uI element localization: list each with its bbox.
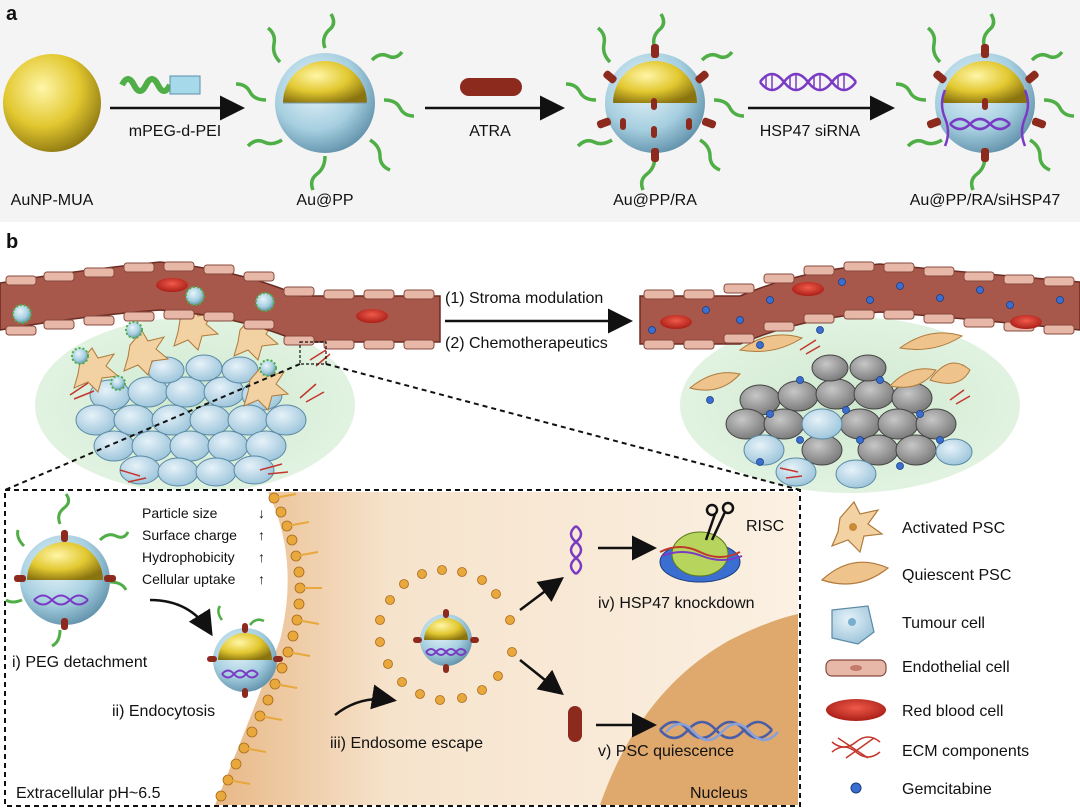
particle-label-au-pp-ra: Au@PP/RA <box>613 192 697 209</box>
zoom-connector-right <box>325 363 801 491</box>
quiescent-psc-cells <box>688 332 971 391</box>
arrow-to-sirna-release <box>519 577 564 611</box>
stage-hsp47-knockdown: iv) HSP47 knockdown <box>598 595 755 612</box>
nucleus-label: Nucleus <box>690 785 748 802</box>
endothelial-lining <box>643 261 1075 350</box>
property-arrow-up: ↑ <box>258 549 265 565</box>
particle-label-au-pp: Au@PP <box>296 192 353 209</box>
au-pp-particle <box>235 13 415 191</box>
red-blood-cell <box>1010 315 1042 329</box>
dna-icon <box>659 720 779 742</box>
step-label-peg-pei: mPEG-d-PEI <box>129 123 221 140</box>
gemcitabine-icon <box>850 782 862 794</box>
tumour-before <box>0 261 441 493</box>
endosome <box>375 565 517 705</box>
aunp-mua-particle <box>3 54 101 152</box>
red-blood-cell <box>660 315 692 329</box>
property-arrow-up: ↑ <box>258 571 265 587</box>
stage-endocytosis: ii) Endocytosis <box>112 703 215 720</box>
property-particle-size: Particle size <box>142 505 218 521</box>
nucleus-region <box>600 614 798 805</box>
stage-endosome-escape: iii) Endosome escape <box>330 735 483 752</box>
gold-core-icon <box>3 54 101 152</box>
property-list: Particle size ↓ Surface charge ↑ Hydroph… <box>142 505 265 587</box>
panel-a-letter: a <box>6 3 18 25</box>
membrane-tails <box>227 493 322 785</box>
tumour-cells <box>75 354 307 487</box>
gemcitabine-molecules <box>648 278 1064 470</box>
arrow-to-endocytosis <box>149 598 213 637</box>
property-surface-charge: Surface charge <box>142 527 237 543</box>
particle-label-au-pp-ra-sihsp47: Au@PP/RA/siHSP47 <box>910 192 1061 209</box>
risc-label: RISC <box>746 518 784 535</box>
arrow-to-ra-release <box>519 659 564 696</box>
panel-b-letter: b <box>6 231 18 253</box>
zoom-region-box <box>299 341 327 365</box>
endothelial-lining <box>5 261 435 350</box>
property-cellular-uptake: Cellular uptake <box>142 571 236 587</box>
step-label-atra: ATRA <box>469 123 511 140</box>
endothelial-cell-icon <box>825 659 887 677</box>
panel-a-background <box>0 0 1080 222</box>
legend-label-red-blood-cell: Red blood cell <box>902 703 1003 720</box>
red-blood-cell <box>156 278 188 292</box>
remaining-tumour-cells <box>743 408 973 489</box>
particle-endosome <box>413 609 479 673</box>
activated-psc-icon <box>830 500 884 554</box>
step-label-sirna: HSP47 siRNA <box>760 123 861 140</box>
extracellular-ph-label: Extracellular pH~6.5 <box>16 785 161 802</box>
risc-complex-icon <box>659 531 743 583</box>
quiescent-psc-icon <box>820 561 890 585</box>
atra-reagent-icon <box>460 78 522 96</box>
transition-label-chemo: (2) Chemotherapeutics <box>445 335 608 352</box>
peg-pei-reagent-icon <box>119 75 201 95</box>
arrow-to-endosome <box>334 684 397 716</box>
legend-label-activated-psc: Activated PSC <box>902 520 1005 537</box>
legend-label-ecm: ECM components <box>902 743 1029 760</box>
sirna-reagent-icon <box>759 72 857 92</box>
particle-label-aunp-mua: AuNP-MUA <box>11 192 94 209</box>
tumour-cell-icon <box>831 605 875 645</box>
ecm-fibres <box>779 339 971 479</box>
blood-vessel-before <box>0 261 441 343</box>
panel-a: a AuNP-MUA mPEG-d-PEI <box>0 0 1080 222</box>
property-arrow-up: ↑ <box>258 527 265 543</box>
legend-label-gemcitabine: Gemcitabine <box>902 781 992 798</box>
legend-label-quiescent-psc: Quiescent PSC <box>902 567 1011 584</box>
red-blood-cell-icon <box>826 699 886 721</box>
legend: Activated PSC Quiescent PSC Tumour cell … <box>820 500 1029 798</box>
red-blood-cell <box>356 309 388 323</box>
property-arrow-down: ↓ <box>258 505 265 521</box>
zoom-inset: Particle size ↓ Surface charge ↑ Hydroph… <box>4 489 801 807</box>
legend-label-endothelial-cell: Endothelial cell <box>902 659 1010 676</box>
ecm-icon <box>831 736 881 759</box>
legend-label-tumour-cell: Tumour cell <box>902 615 985 632</box>
dead-tumour-cells <box>725 354 957 466</box>
stage-peg-detachment: i) PEG detachment <box>12 654 148 671</box>
scissors-icon <box>704 501 735 541</box>
nanoparticles-in-vessel <box>12 286 277 391</box>
atra-icon <box>568 706 582 742</box>
particle-peg-detachment <box>5 493 130 648</box>
au-pp-ra-sihsp47-particle <box>895 13 1075 191</box>
sirna-icon <box>569 525 583 575</box>
stage-psc-quiescence: v) PSC quiescence <box>598 743 734 760</box>
particle-endocytosis <box>207 605 283 698</box>
red-blood-cell <box>792 282 824 296</box>
transition-label-stroma: (1) Stroma modulation <box>445 290 603 307</box>
au-pp-ra-particle <box>565 13 745 191</box>
property-hydrophobicity: Hydrophobicity <box>142 549 235 565</box>
tumour-after <box>639 261 1080 493</box>
